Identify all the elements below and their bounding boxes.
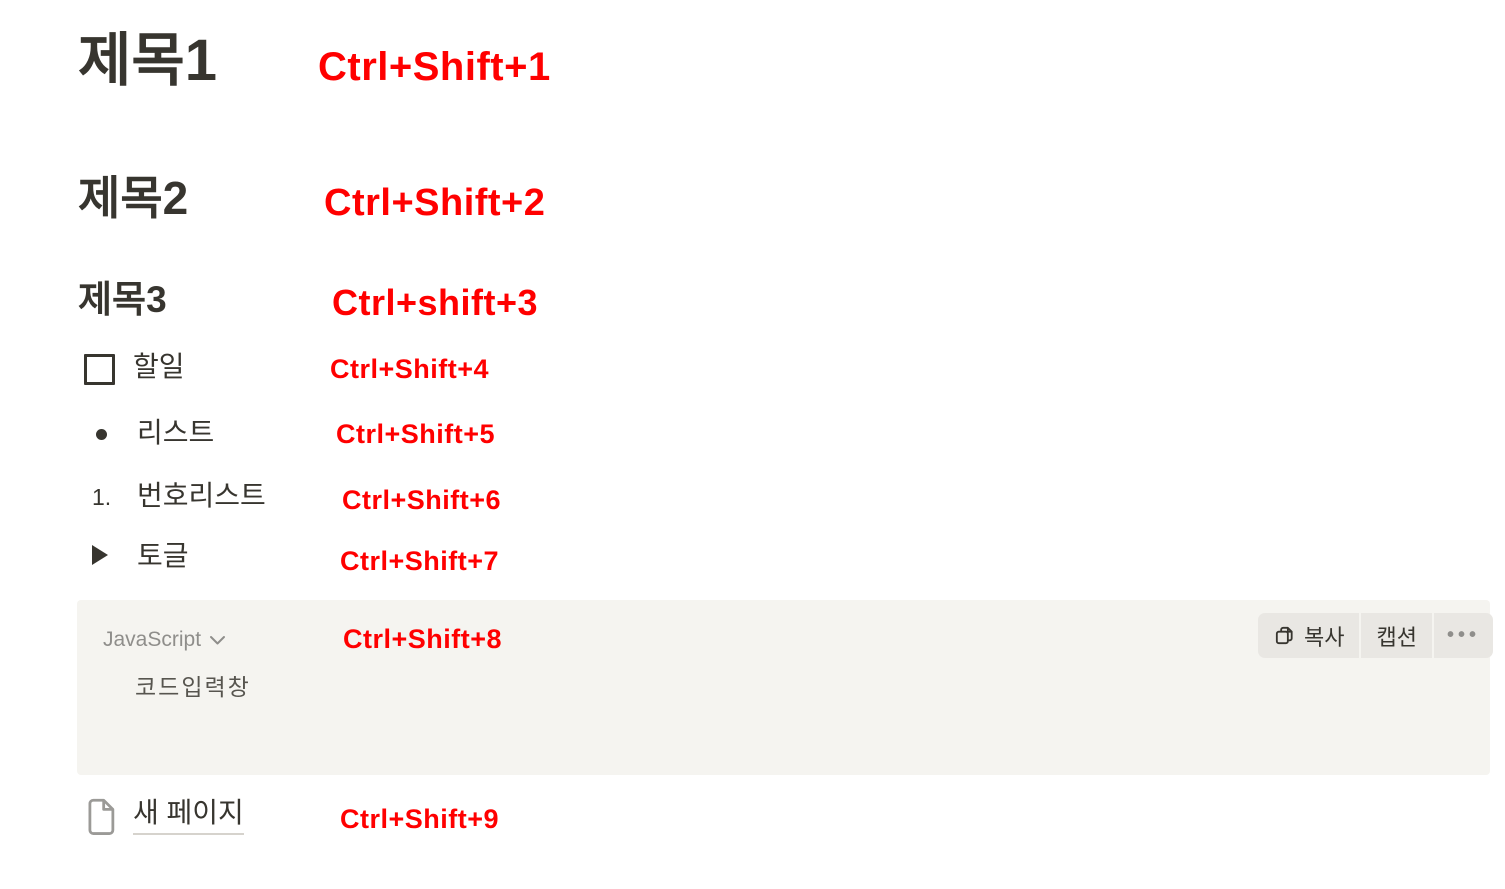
- code-block: JavaScript Ctrl+Shift+8 코드입력창 복사: [77, 600, 1493, 775]
- heading2-shortcut: Ctrl+Shift+2: [324, 182, 546, 224]
- numbered-list-label: 번호리스트: [137, 480, 266, 511]
- copy-icon: [1273, 624, 1296, 647]
- heading1-text: 제목1: [78, 28, 217, 93]
- bulleted-list-label: 리스트: [137, 417, 215, 448]
- todo-label: 할일: [133, 351, 185, 382]
- caption-button-label: 캡션: [1376, 624, 1417, 650]
- page-icon: [87, 798, 116, 836]
- heading2-text: 제목2: [78, 172, 189, 224]
- numbered-list-marker: 1.: [92, 484, 112, 510]
- toggle-label: 토글: [137, 540, 189, 571]
- heading3-text: 제목3: [78, 279, 167, 320]
- caption-button[interactable]: 캡션: [1361, 613, 1432, 658]
- todo-checkbox[interactable]: [84, 354, 115, 385]
- copy-button[interactable]: 복사: [1258, 613, 1360, 658]
- ellipsis-icon: •••: [1446, 624, 1480, 646]
- toggle-shortcut: Ctrl+Shift+7: [340, 546, 500, 576]
- heading3-shortcut: Ctrl+shift+3: [332, 282, 539, 323]
- code-editor-placeholder[interactable]: 코드입력창: [135, 674, 251, 700]
- bulleted-list-shortcut: Ctrl+Shift+5: [336, 419, 496, 449]
- code-language-dropdown[interactable]: JavaScript: [103, 628, 226, 652]
- new-page-shortcut: Ctrl+Shift+9: [340, 804, 500, 834]
- more-options-button[interactable]: •••: [1433, 613, 1493, 658]
- copy-button-label: 복사: [1304, 624, 1345, 650]
- toggle-triangle-icon[interactable]: [92, 545, 108, 565]
- todo-shortcut: Ctrl+Shift+4: [330, 354, 490, 384]
- code-language-label: JavaScript: [103, 628, 202, 651]
- code-block-actions: 복사 캡션 •••: [1258, 613, 1493, 658]
- new-page-link[interactable]: 새 페이지: [133, 797, 244, 836]
- bullet-icon: [96, 429, 107, 440]
- code-block-shortcut: Ctrl+Shift+8: [343, 624, 503, 654]
- numbered-list-shortcut: Ctrl+Shift+6: [342, 485, 502, 515]
- heading1-shortcut: Ctrl+Shift+1: [318, 45, 551, 89]
- chevron-down-icon: [209, 635, 226, 646]
